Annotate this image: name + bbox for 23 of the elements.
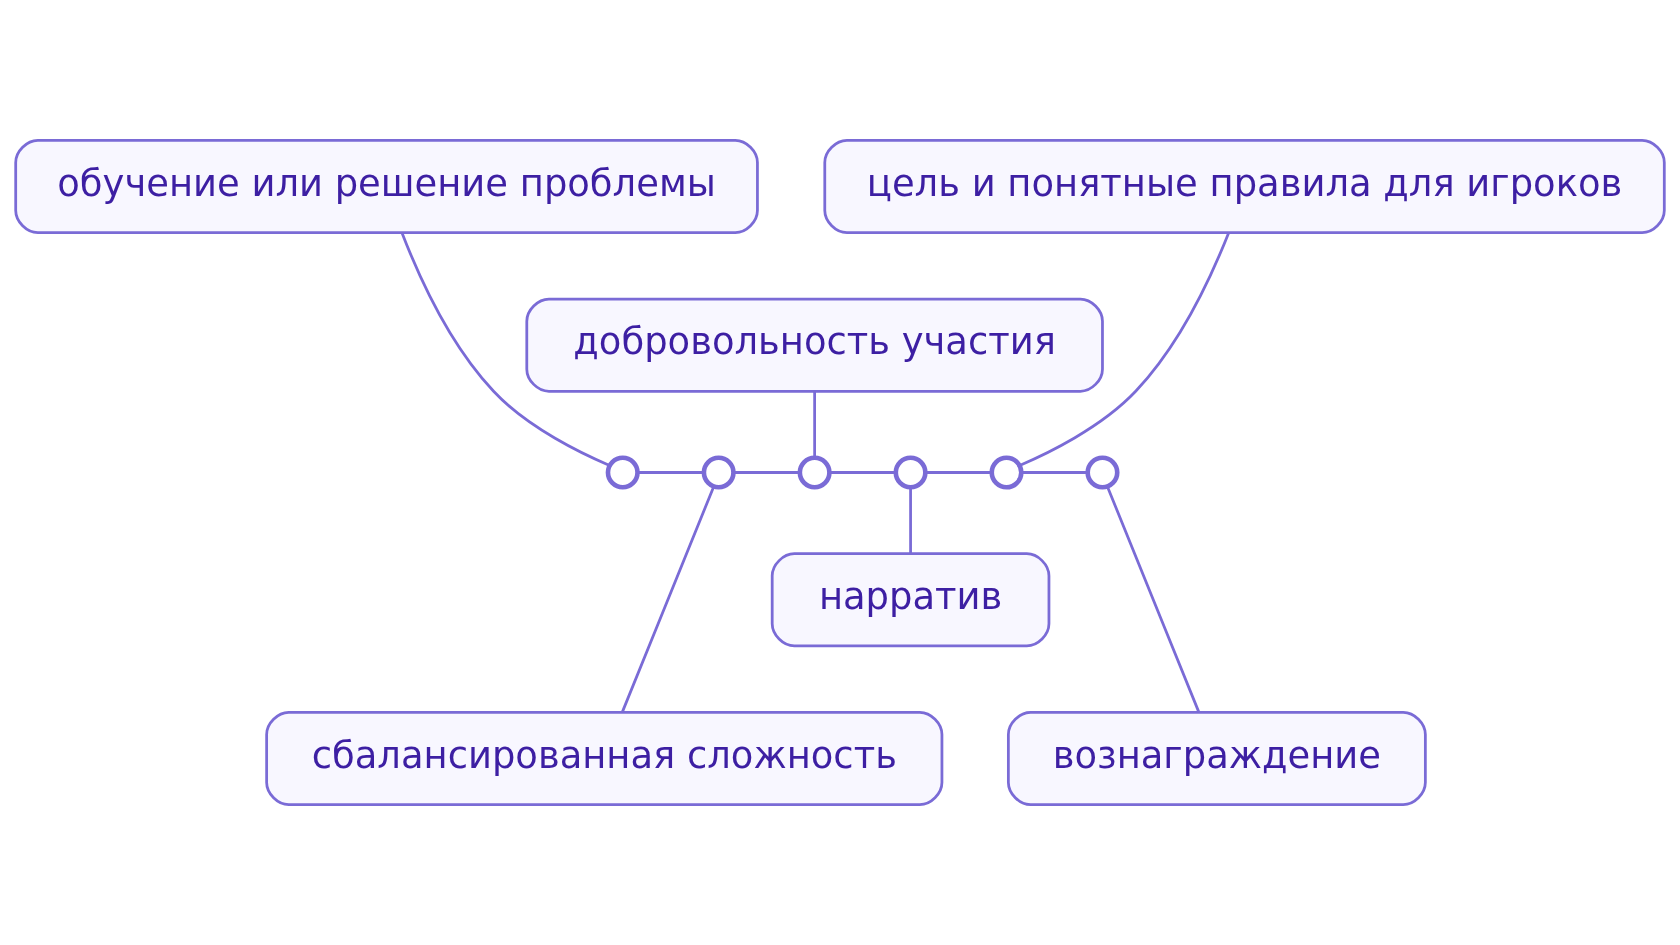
connector — [400, 232, 610, 467]
connector — [1106, 485, 1201, 713]
node-circle — [1085, 455, 1120, 490]
connector — [1021, 471, 1088, 474]
connector — [829, 471, 896, 474]
node-circle — [989, 455, 1024, 490]
node-box: цель и понятные правила для игроков — [823, 139, 1666, 235]
connector — [813, 391, 816, 458]
node-circle — [893, 455, 928, 490]
node-box: добровольность участия — [525, 297, 1104, 393]
node-box: сбалансированная сложность — [265, 710, 944, 806]
node-box: обучение или решение проблемы — [14, 139, 759, 235]
connector — [909, 487, 912, 554]
node-circle — [605, 455, 640, 490]
connector — [1019, 232, 1230, 467]
connector — [733, 471, 800, 474]
connector — [925, 471, 992, 474]
node-box: вознаграждение — [1007, 710, 1427, 806]
node-box: нарратив — [770, 552, 1051, 648]
connector — [637, 471, 704, 474]
node-circle — [701, 455, 736, 490]
connector — [621, 485, 716, 713]
node-circle — [797, 455, 832, 490]
